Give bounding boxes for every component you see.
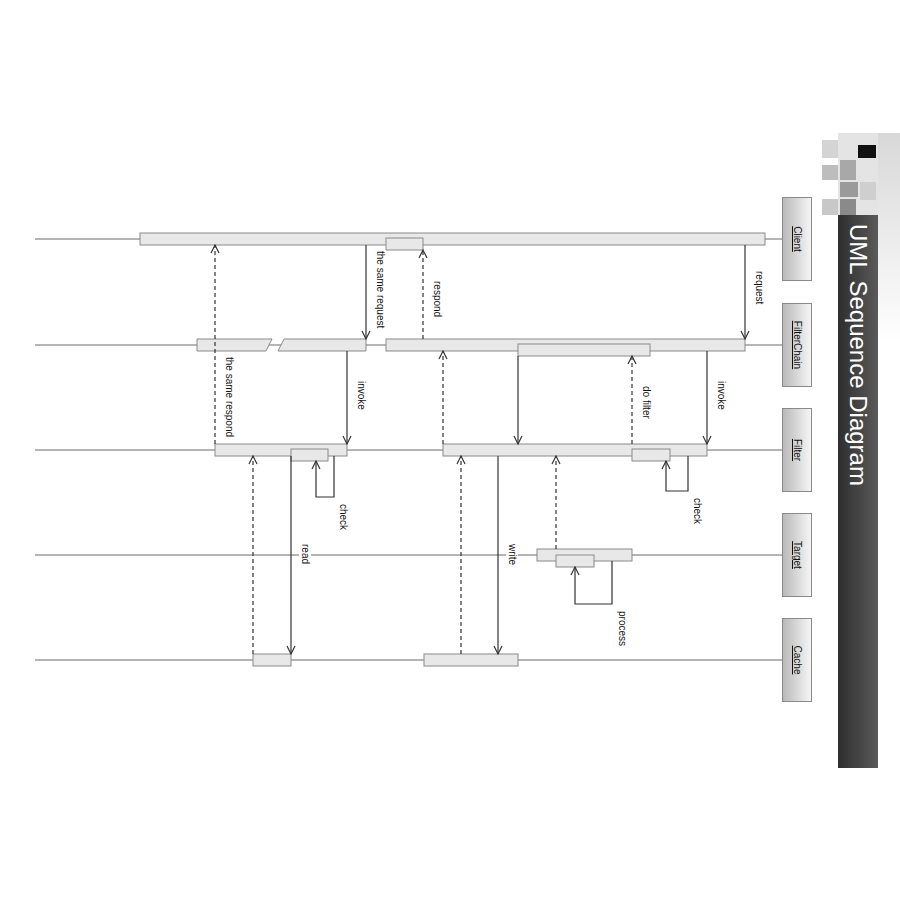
message-label: invoke bbox=[355, 380, 367, 411]
lifeline-header: Target bbox=[782, 513, 812, 597]
message-label: respond bbox=[431, 280, 443, 318]
message-line bbox=[365, 245, 366, 339]
activation-bar bbox=[518, 344, 650, 356]
call-message bbox=[741, 245, 749, 339]
diagram-title: UML Sequence Diagram bbox=[838, 224, 878, 486]
call-message bbox=[362, 245, 370, 339]
activation-bar bbox=[197, 339, 272, 351]
pattern-square bbox=[840, 182, 858, 197]
self-call-loop bbox=[571, 561, 612, 604]
call-message bbox=[703, 351, 711, 444]
arrowhead bbox=[628, 356, 636, 364]
message-label: the same respond bbox=[223, 356, 235, 438]
lifeline bbox=[35, 660, 782, 661]
message-line bbox=[214, 245, 215, 444]
arrowhead bbox=[514, 436, 522, 444]
message-line bbox=[517, 356, 518, 444]
arrowhead bbox=[439, 351, 447, 359]
title-band bbox=[838, 215, 878, 768]
call-message bbox=[514, 356, 522, 444]
lifeline-name: Target bbox=[783, 541, 811, 569]
self-call-label: process bbox=[616, 610, 628, 647]
header-pattern-ground bbox=[838, 133, 878, 215]
arrowhead bbox=[419, 250, 427, 258]
self-call-loop bbox=[662, 456, 688, 491]
lifeline-header: Cache bbox=[782, 618, 812, 702]
arrowhead bbox=[741, 331, 749, 339]
pattern-square bbox=[822, 199, 838, 215]
lifeline-name: Cache bbox=[783, 646, 811, 675]
return-message bbox=[419, 250, 427, 339]
loop-line bbox=[666, 456, 688, 491]
pattern-square bbox=[840, 160, 856, 180]
message-line bbox=[706, 351, 707, 444]
message-label: do filter bbox=[640, 385, 652, 420]
message-line bbox=[422, 250, 423, 339]
message-line bbox=[290, 456, 291, 654]
arrowhead bbox=[494, 646, 502, 654]
pattern-square bbox=[840, 199, 856, 215]
call-message bbox=[343, 351, 351, 444]
activation-bar bbox=[253, 654, 291, 666]
activation-bar bbox=[140, 233, 765, 245]
activation-bar bbox=[278, 339, 366, 351]
message-line bbox=[460, 456, 461, 654]
arrowhead bbox=[703, 436, 711, 444]
return-message bbox=[628, 356, 636, 444]
arrowhead bbox=[362, 331, 370, 339]
loop-arrowhead bbox=[662, 461, 670, 469]
loop-line bbox=[316, 456, 334, 497]
message-line bbox=[497, 456, 498, 654]
message-line bbox=[744, 245, 745, 339]
message-label: invoke bbox=[715, 380, 727, 411]
arrowhead bbox=[457, 456, 465, 464]
activation-bar bbox=[556, 555, 594, 567]
pattern-square bbox=[860, 182, 876, 200]
return-message bbox=[457, 456, 465, 654]
message-label: write bbox=[506, 543, 518, 566]
activation-bar bbox=[386, 238, 423, 250]
loop-arrowhead bbox=[571, 567, 579, 575]
message-line bbox=[442, 351, 443, 444]
arrowhead bbox=[343, 436, 351, 444]
activation-bar bbox=[291, 449, 328, 461]
lifeline-header: FilterChain bbox=[782, 303, 812, 387]
arrowhead bbox=[249, 456, 257, 464]
self-call-label: check bbox=[337, 503, 349, 531]
return-message bbox=[552, 456, 560, 549]
header-fade bbox=[878, 133, 900, 343]
message-line bbox=[631, 356, 632, 444]
pattern-square bbox=[822, 165, 838, 180]
lifeline-name: Client bbox=[783, 226, 811, 252]
message-line bbox=[252, 456, 253, 654]
message-line bbox=[346, 351, 347, 444]
self-call-loop bbox=[312, 456, 334, 497]
message-label: the same request bbox=[374, 250, 386, 329]
arrowhead bbox=[552, 456, 560, 464]
message-line bbox=[555, 456, 556, 549]
call-message bbox=[494, 456, 502, 654]
loop-line bbox=[575, 561, 612, 604]
loop-arrowhead bbox=[312, 461, 320, 469]
lifeline-header: Client bbox=[782, 197, 812, 281]
self-call-label: check bbox=[691, 497, 703, 525]
lifeline-header: Filter bbox=[782, 408, 812, 492]
call-message bbox=[287, 456, 295, 654]
return-message bbox=[439, 351, 447, 444]
pattern-square bbox=[822, 140, 838, 158]
return-message bbox=[211, 245, 219, 444]
lifeline-name: Filter bbox=[783, 439, 811, 461]
activation-bar bbox=[632, 449, 670, 461]
arrowhead bbox=[287, 646, 295, 654]
activation-bar bbox=[424, 654, 518, 666]
return-message bbox=[249, 456, 257, 654]
message-label: request bbox=[753, 270, 765, 305]
arrowhead bbox=[211, 245, 219, 253]
pattern-square bbox=[858, 145, 876, 158]
lifeline bbox=[35, 555, 782, 556]
message-label: read bbox=[299, 543, 311, 565]
lifeline-name: FilterChain bbox=[783, 321, 811, 369]
